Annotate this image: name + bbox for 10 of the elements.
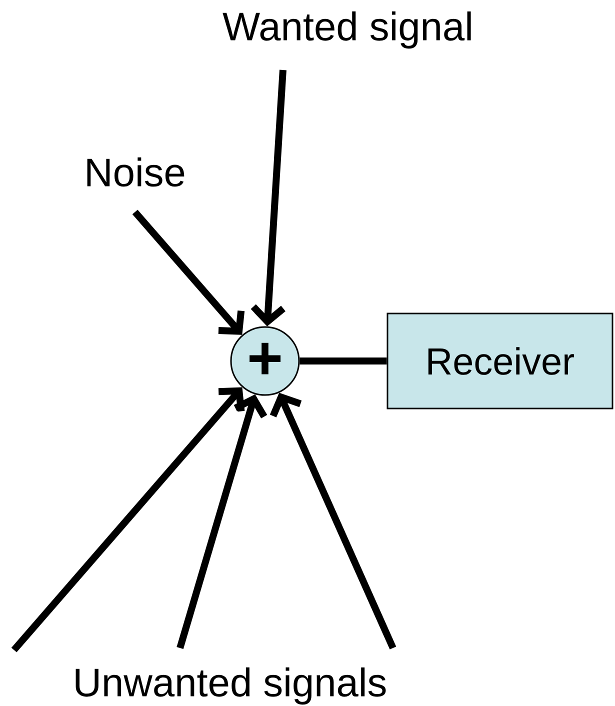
arrow	[250, 70, 286, 326]
signal-label: Unwanted signals	[76, 667, 386, 705]
arrow	[270, 392, 396, 650]
receiver-box: Receiver	[386, 312, 614, 410]
arrow	[176, 394, 268, 649]
arrow	[11, 387, 245, 652]
summing-junction: +	[230, 326, 300, 396]
signal-label: Wanted signal	[222, 11, 471, 49]
signal-label: Noise	[87, 157, 184, 187]
arrow	[132, 210, 245, 335]
